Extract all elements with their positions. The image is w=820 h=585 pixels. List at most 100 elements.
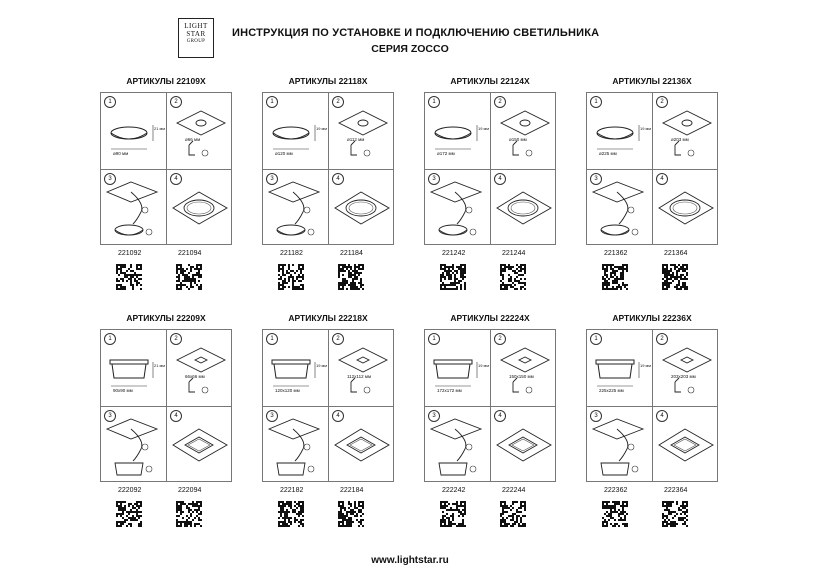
step-number: 4	[494, 173, 506, 185]
qr-code[interactable]	[338, 264, 364, 290]
step-number: 3	[428, 410, 440, 422]
qr-code[interactable]	[338, 501, 364, 527]
article-label: АРТИКУЛЫ 22118X	[288, 76, 368, 86]
product-code: 221242	[442, 250, 466, 257]
qr-code[interactable]	[662, 501, 688, 527]
step-wiring-diagram: 3	[425, 407, 490, 483]
qr-code[interactable]	[116, 264, 142, 290]
product-code: 222182	[280, 487, 304, 494]
step-number: 4	[332, 173, 344, 185]
lamp-height-dimension: 19 мм	[640, 126, 652, 131]
step-wiring-diagram: 3	[101, 170, 166, 246]
step-number: 1	[428, 96, 440, 108]
product-code: 222364	[664, 487, 688, 494]
product-code: 221362	[604, 250, 628, 257]
lamp-width-dimension: ø225 мм	[599, 151, 617, 156]
step-wiring-diagram: 3	[263, 170, 328, 246]
qr-code[interactable]	[500, 264, 526, 290]
cutout-dimension: 112x112 мм	[347, 374, 372, 379]
lamp-height-dimension: 21 мм	[154, 126, 166, 131]
step-number: 2	[656, 96, 668, 108]
cutout-dimension: ø150 мм	[509, 137, 527, 142]
product-code: 222362	[604, 487, 628, 494]
step-cutout-diagram: 203x203 мм 2	[653, 330, 718, 406]
cutout-dimension: ø66 мм	[185, 137, 201, 142]
step-cutout-diagram: 112x112 мм 2	[329, 330, 394, 406]
step-illustration	[591, 181, 645, 236]
step-illustration	[429, 181, 483, 236]
qr-code[interactable]	[176, 264, 202, 290]
cutout-dimension: ø203 мм	[671, 137, 689, 142]
step-number: 2	[494, 333, 506, 345]
website-url[interactable]: www.lightstar.ru	[371, 555, 449, 566]
step-illustration	[175, 110, 227, 157]
step-number: 3	[266, 410, 278, 422]
step-illustration	[596, 125, 640, 150]
page-title: ИНСТРУКЦИЯ ПО УСТАНОВКЕ И ПОДКЛЮЧЕНИЮ СВ…	[232, 27, 600, 39]
step-illustration	[105, 181, 159, 236]
qr-code[interactable]	[116, 501, 142, 527]
cutout-dimension: ø112 мм	[347, 137, 365, 142]
qr-code[interactable]	[176, 501, 202, 527]
grid-divider	[101, 406, 231, 407]
lamp-width-dimension: ø90 мм	[113, 151, 129, 156]
step-number: 3	[590, 173, 602, 185]
grid-divider	[166, 93, 167, 244]
qr-code[interactable]	[662, 264, 688, 290]
article-label: АРТИКУЛЫ 22124X	[450, 76, 530, 86]
grid-divider	[328, 93, 329, 244]
cutout-dimension: 203x203 мм	[671, 374, 696, 379]
step-wiring-diagram: 3	[101, 407, 166, 483]
step-illustration	[499, 110, 551, 157]
product-codes: 222362 222364	[586, 487, 718, 497]
step-illustration	[272, 125, 316, 150]
step-illustration	[172, 191, 228, 225]
step-number: 3	[266, 173, 278, 185]
lamp-height-dimension: 19 мм	[478, 126, 490, 131]
qr-code[interactable]	[440, 501, 466, 527]
qr-code[interactable]	[278, 501, 304, 527]
step-illustration	[433, 359, 478, 387]
step-number: 2	[656, 333, 668, 345]
grid-divider	[652, 93, 653, 244]
step-number: 4	[332, 410, 344, 422]
lamp-width-dimension: 172x172 мм	[437, 388, 462, 393]
step-mounted-diagram: 4	[653, 407, 718, 483]
grid-divider	[587, 169, 717, 170]
qr-code[interactable]	[500, 501, 526, 527]
step-mounted-diagram: 4	[491, 170, 556, 246]
step-number: 3	[104, 410, 116, 422]
step-number: 1	[266, 333, 278, 345]
step-illustration	[110, 125, 154, 150]
grid-divider	[490, 93, 491, 244]
lamp-width-dimension: 90x90 мм	[113, 388, 133, 393]
qr-code[interactable]	[602, 264, 628, 290]
step-mounted-diagram: 4	[329, 407, 394, 483]
step-illustration	[271, 359, 316, 387]
grid-divider	[490, 330, 491, 481]
product-code: 221094	[178, 250, 202, 257]
lamp-height-dimension: 19 мм	[316, 126, 328, 131]
qr-code[interactable]	[602, 501, 628, 527]
grid-divider	[263, 406, 393, 407]
step-number: 4	[656, 410, 668, 422]
qr-code[interactable]	[440, 264, 466, 290]
qr-code[interactable]	[278, 264, 304, 290]
step-number: 2	[332, 333, 344, 345]
step-mounted-diagram: 4	[653, 170, 718, 246]
product-code: 222092	[118, 487, 142, 494]
grid-divider	[166, 330, 167, 481]
